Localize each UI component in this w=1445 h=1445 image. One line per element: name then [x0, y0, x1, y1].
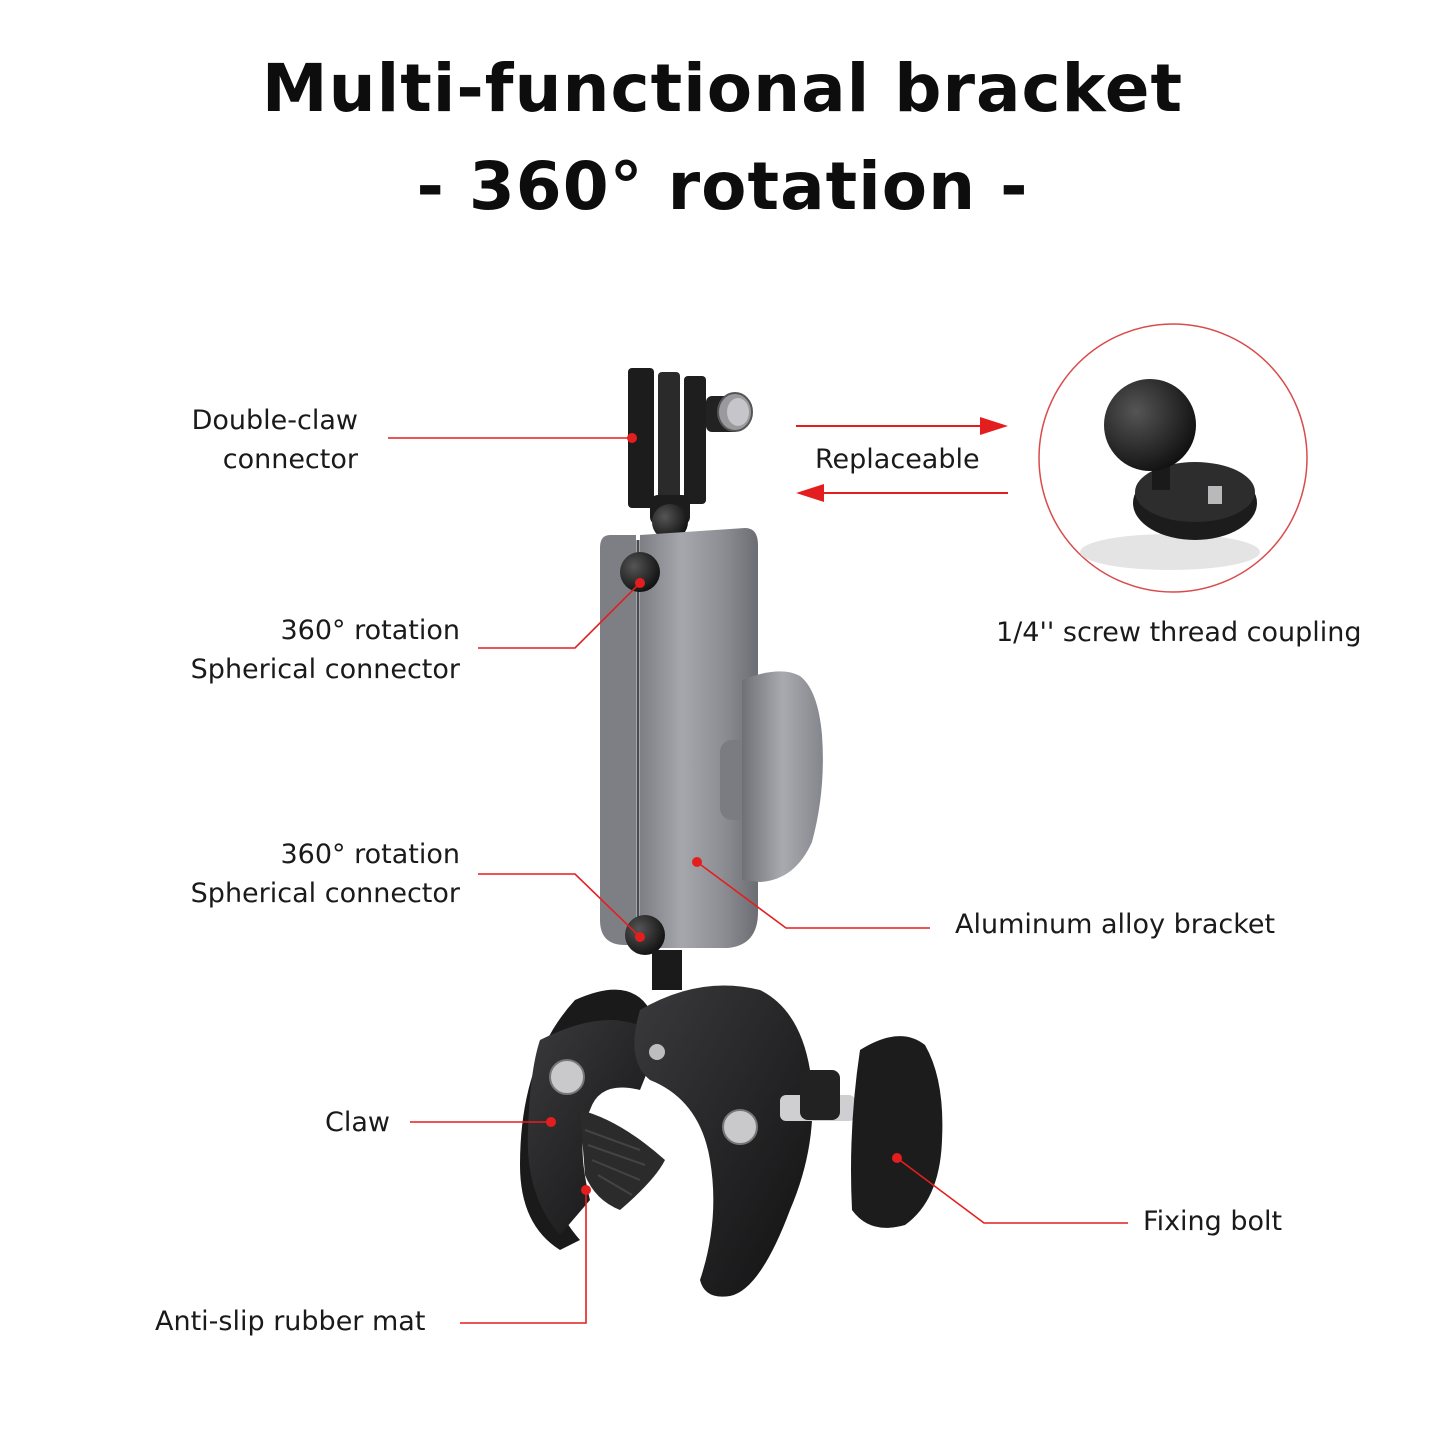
label-line: 360° rotation [280, 839, 461, 870]
callout-lines [388, 437, 1128, 1324]
label-spherical-connector-bottom: 360° rotation Spherical connector [191, 835, 460, 913]
label-double-claw-connector: Double-claw connector [192, 401, 358, 479]
aluminum-arm [600, 528, 823, 955]
super-clamp [520, 985, 943, 1297]
label-fixing-bolt: Fixing bolt [1143, 1206, 1283, 1237]
label-line: Spherical connector [190, 654, 460, 685]
callout-dots [546, 433, 902, 1195]
replacement-part-circle [1038, 323, 1308, 593]
neck [652, 950, 682, 990]
label-line: connector [222, 444, 358, 475]
label-anti-slip-rubber-mat: Anti-slip rubber mat [155, 1306, 426, 1337]
label-claw: Claw [325, 1107, 390, 1138]
label-aluminum-alloy-bracket: Aluminum alloy bracket [955, 909, 1276, 940]
label-line: 360° rotation [280, 615, 461, 646]
title-line-1: Multi-functional bracket [261, 50, 1184, 127]
double-claw-connector [628, 368, 753, 540]
label-line: Double-claw [191, 405, 358, 436]
label-screw-thread-coupling: 1/4'' screw thread coupling [996, 617, 1362, 648]
title-line-2: - 360° rotation - [416, 148, 1029, 225]
label-spherical-connector-top: 360° rotation Spherical connector [191, 611, 460, 689]
label-replaceable: Replaceable [815, 444, 980, 475]
replaceable-arrows [796, 417, 1008, 502]
label-line: Spherical connector [190, 878, 460, 909]
